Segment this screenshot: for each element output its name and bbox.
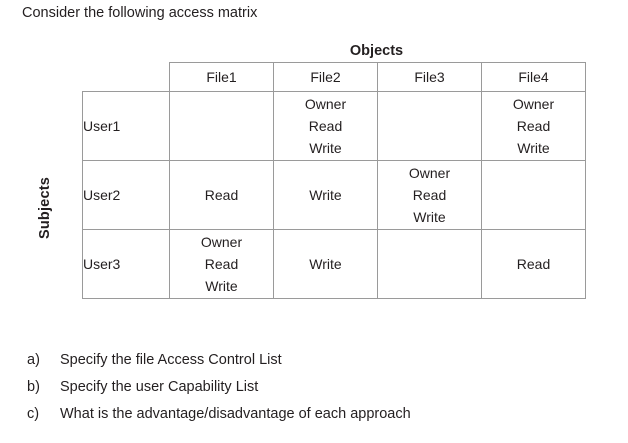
table-row: User2 Read Write Owner Read Write	[82, 160, 586, 230]
list-item-text: Specify the user Capability List	[60, 379, 259, 395]
objects-axis-label: Objects	[349, 43, 404, 59]
cell-user3-file4: Read	[481, 229, 586, 299]
cell-user1-file1	[169, 91, 274, 161]
cell-user1-file2: Owner Read Write	[273, 91, 378, 161]
cell-user1-file3	[377, 91, 482, 161]
column-header-file2: File2	[273, 62, 378, 92]
list-item-text: Specify the file Access Control List	[60, 352, 282, 368]
column-header-file4: File4	[481, 62, 586, 92]
list-item-marker: b)	[27, 379, 40, 395]
list-item-marker: c)	[27, 406, 40, 422]
cell-user2-file4	[481, 160, 586, 230]
page-title: Consider the following access matrix	[22, 5, 258, 21]
list-item: c) What is the advantage/disadvantage of…	[0, 406, 628, 433]
list-item-text: What is the advantage/disadvantage of ea…	[60, 406, 411, 422]
row-label-user3: User3	[82, 229, 170, 299]
row-label-user1: User1	[82, 91, 170, 161]
column-header-file1: File1	[169, 62, 274, 92]
table-header-row: File1 File2 File3 File4	[82, 62, 586, 92]
table-row: User1 Owner Read Write Owner	[82, 91, 586, 161]
list-item-marker: a)	[27, 352, 40, 368]
corner-cell	[82, 62, 170, 92]
cell-user1-file4: Owner Read Write	[481, 91, 586, 161]
row-label-user2: User2	[82, 160, 170, 230]
cell-user3-file1: Owner Read Write	[169, 229, 274, 299]
cell-user3-file2: Write	[273, 229, 378, 299]
access-matrix-figure: Objects Subjects File1 File2 File3 File4…	[0, 40, 628, 315]
table-row: User3 Owner Read Write Write Rea	[82, 229, 586, 299]
question-list: a) Specify the file Access Control List …	[0, 352, 628, 433]
column-header-file3: File3	[377, 62, 482, 92]
list-item: b) Specify the user Capability List	[0, 379, 628, 406]
access-matrix-table: File1 File2 File3 File4 User1 Owner Read…	[82, 62, 586, 299]
cell-user2-file2: Write	[273, 160, 378, 230]
cell-user2-file3: Owner Read Write	[377, 160, 482, 230]
cell-user2-file1: Read	[169, 160, 274, 230]
cell-user3-file3	[377, 229, 482, 299]
subjects-axis-label: Subjects	[37, 176, 53, 240]
list-item: a) Specify the file Access Control List	[0, 352, 628, 379]
